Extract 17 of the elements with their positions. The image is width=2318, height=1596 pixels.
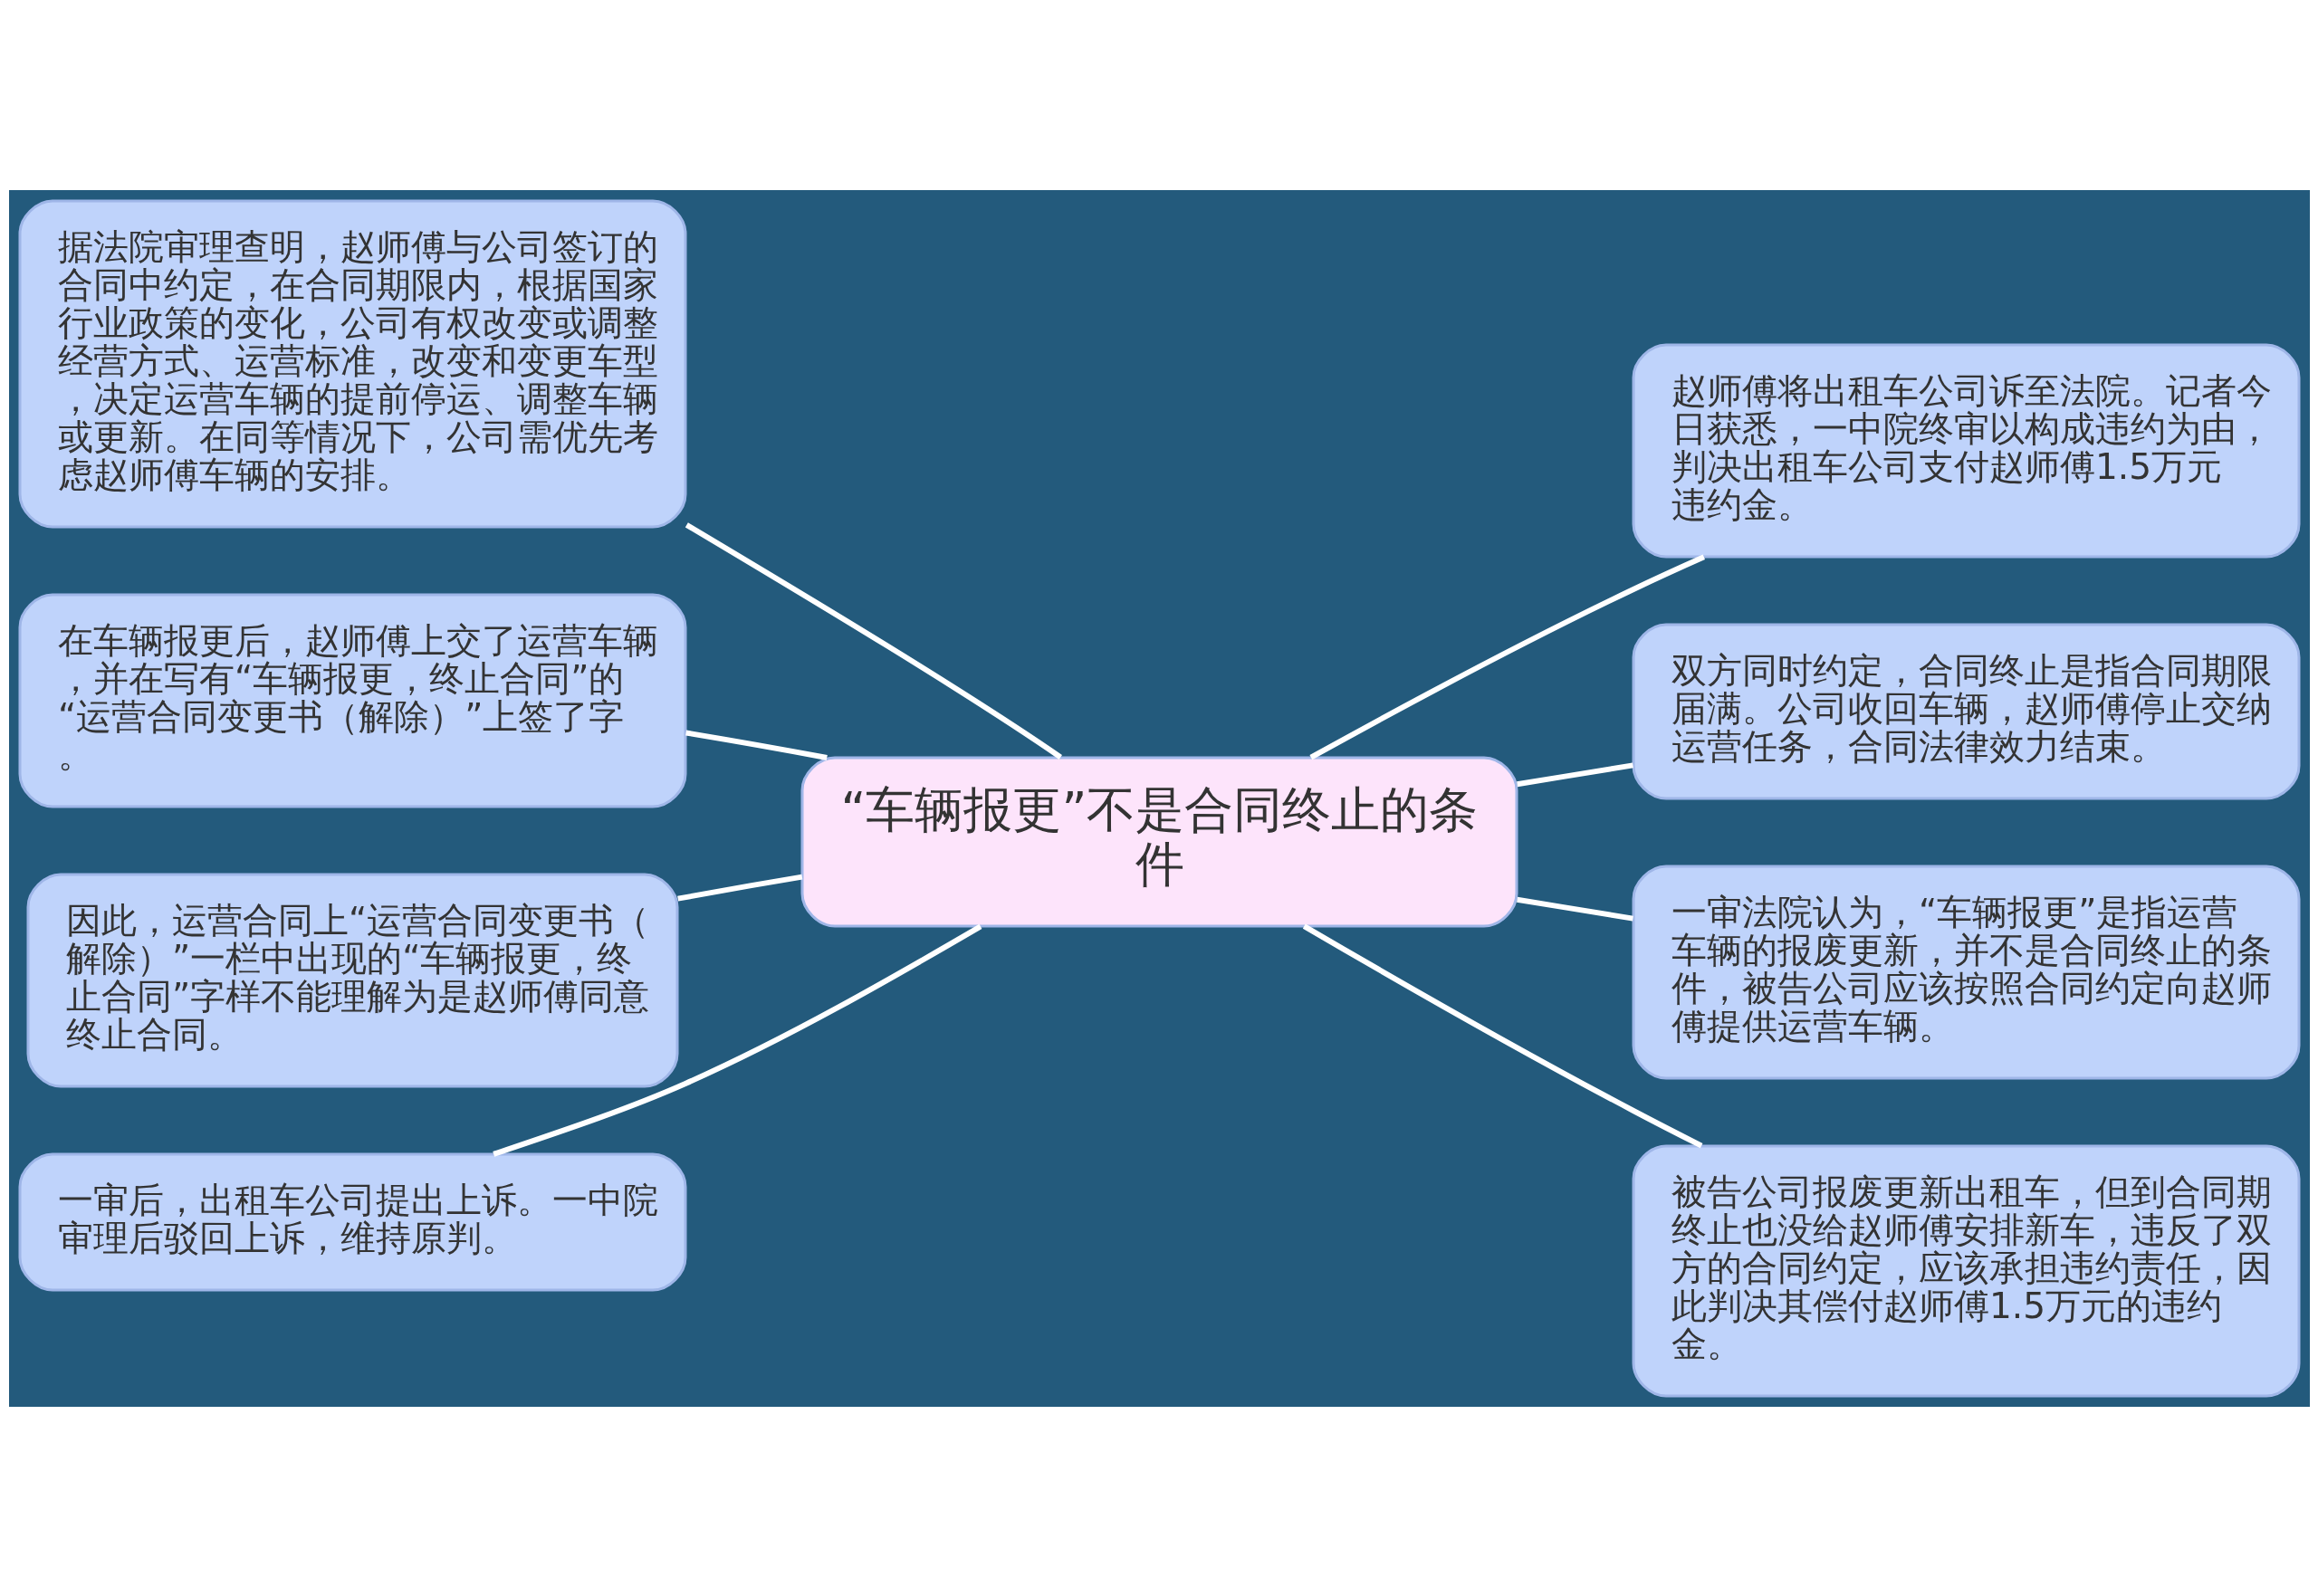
node-box: 一审后，出租车公司提出上诉。一中院审理后驳回上诉，维持原判。 — [18, 1152, 686, 1291]
connector — [1516, 761, 1633, 787]
node-box: 因此，运营合同上“运营合同变更书（解除）”一栏中出现的“车辆报更，终止合同”字样不能理解为是赵师傅同意终止合同。 — [26, 873, 678, 1087]
node-box: 一审法院认为，“车辆报更”是指运营车辆的报废更新，并不是合同终止的条件，被告公司应该按照合同约定向赵师傅提供运营车辆。 — [1632, 865, 2300, 1079]
connector — [676, 874, 802, 902]
node-box: 被告公司报废更新出租车，但到合同期终止也没给赵师傅安排新车，违反了双方的合同约定，应该承担违约责任，因此判决其偿付赵师傅1.5万元的违约金。 — [1632, 1144, 2300, 1397]
connector — [492, 923, 982, 1157]
node-box: 据法院审理查明，赵师傅与公司签订的合同中约定，在合同期限内，根据国家行业政策的变化，公司有权改变或调整经营方式、运营标准，改变和变更车型，决定运营车辆的提前停运、调整车辆或更新。在同等情况下，公司需优先考虑赵师傅车辆的安排。 — [18, 199, 686, 528]
connector — [685, 730, 828, 760]
node-box: “车辆报更”不是合同终止的条件 — [800, 756, 1518, 927]
connector — [1302, 923, 1702, 1148]
connector — [1308, 554, 1705, 760]
node-box: 在车辆报更后，赵师傅上交了运营车辆，并在写有“车辆报更，终止合同”的“运营合同变更书（解除）”上签了字。 — [18, 593, 686, 808]
connector — [1516, 896, 1633, 922]
node-box: 赵师傅将出租车公司诉至法院。记者今日获悉，一中院终审以构成违约为由，判决出租车公司支付赵师傅1.5万元违约金。 — [1632, 343, 2300, 558]
node-box: 双方同时约定，合同终止是指合同期限届满。公司收回车辆，赵师傅停止交纳运营任务，合同法律效力结束。 — [1632, 623, 2300, 799]
connector — [685, 521, 1062, 760]
